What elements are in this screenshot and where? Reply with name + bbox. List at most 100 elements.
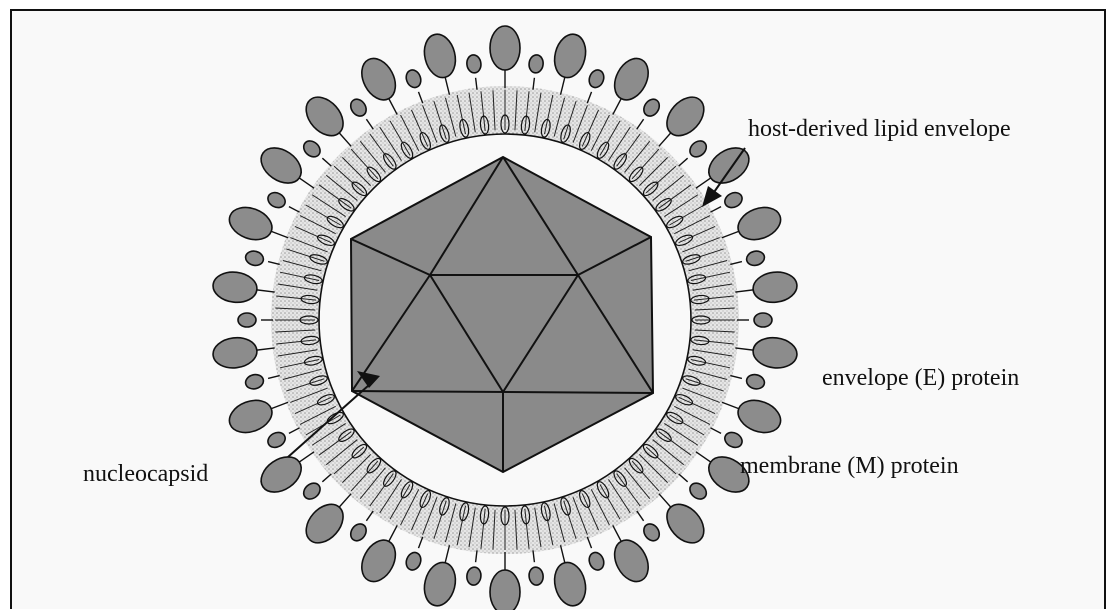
spike-stalk xyxy=(637,511,644,521)
spike-stalk xyxy=(679,158,688,166)
spike-stalk xyxy=(696,177,712,188)
envelope-protein-spike xyxy=(733,395,785,439)
spike-stalk xyxy=(388,525,397,543)
spike-stalk xyxy=(587,537,591,548)
spike-stalk xyxy=(366,119,373,129)
envelope-protein-spike xyxy=(255,450,308,500)
spike-stalk xyxy=(388,97,397,115)
envelope-protein-spike xyxy=(490,570,520,610)
small-spike xyxy=(754,313,772,327)
envelope-protein-spike xyxy=(355,53,402,106)
small-spike xyxy=(265,190,287,211)
envelope-protein-spike xyxy=(299,90,351,143)
small-spike xyxy=(348,96,370,119)
spike-stalk xyxy=(613,525,622,543)
small-spike xyxy=(587,550,606,572)
spike-stalk xyxy=(298,452,314,463)
small-spike xyxy=(687,138,710,160)
small-spike xyxy=(641,96,663,119)
spike-stalk xyxy=(338,494,351,509)
spike-stalk xyxy=(696,452,712,463)
spike-stalk xyxy=(366,511,373,521)
label-envelope-protein: envelope (E) protein xyxy=(822,366,1019,390)
envelope-protein-spike xyxy=(420,31,460,81)
small-spike xyxy=(528,566,544,586)
spike-stalk xyxy=(710,207,721,213)
envelope-protein-spike xyxy=(225,395,277,439)
envelope-protein-spike xyxy=(255,141,308,191)
spike-stalk xyxy=(659,494,672,509)
spike-stalk xyxy=(289,207,300,213)
small-spike xyxy=(238,313,256,327)
spike-stalk xyxy=(268,262,280,265)
spike-stalk xyxy=(322,474,331,482)
spike-stalk xyxy=(730,376,742,379)
spike-stalk xyxy=(418,537,422,548)
small-spike xyxy=(587,68,606,90)
spike-stalk xyxy=(735,290,755,292)
small-spike xyxy=(687,480,710,502)
spike-stalk xyxy=(255,348,275,350)
small-spike xyxy=(641,521,663,544)
envelope-protein-spike xyxy=(211,270,258,305)
spike-stalk xyxy=(710,428,721,434)
small-spike xyxy=(528,54,544,74)
small-spike xyxy=(404,550,423,572)
small-spike xyxy=(466,54,482,74)
small-spike xyxy=(745,249,766,267)
spike-stalk xyxy=(289,428,300,434)
envelope-protein-spike xyxy=(550,559,590,609)
small-spike xyxy=(722,430,744,451)
spike-stalk xyxy=(637,119,644,129)
spike-stalk xyxy=(659,131,672,146)
spike-stalk xyxy=(561,545,566,564)
small-spike xyxy=(301,138,324,160)
spike-stalk xyxy=(730,262,742,265)
label-nucleocapsid: nucleocapsid xyxy=(83,462,208,486)
spike-stalk xyxy=(338,131,351,146)
label-lipid-envelope: host-derived lipid envelope xyxy=(748,117,1011,141)
small-spike xyxy=(404,68,423,90)
envelope-protein-spike xyxy=(608,53,655,106)
small-spike xyxy=(301,480,324,502)
envelope-protein-spike xyxy=(211,335,258,370)
envelope-protein-spike xyxy=(733,202,785,246)
small-spike xyxy=(722,190,744,211)
spike-stalk xyxy=(445,75,450,94)
envelope-protein-spike xyxy=(299,497,351,550)
label-membrane-protein: membrane (M) protein xyxy=(740,454,959,478)
small-spike xyxy=(244,373,265,391)
small-spike xyxy=(745,373,766,391)
envelope-protein-spike xyxy=(420,559,460,609)
spike-stalk xyxy=(561,75,566,94)
envelope-protein-spike xyxy=(702,141,755,191)
spike-stalk xyxy=(679,474,688,482)
spike-stalk xyxy=(322,158,331,166)
envelope-protein-spike xyxy=(660,90,712,143)
spike-stalk xyxy=(298,177,314,188)
envelope-protein-spike xyxy=(660,497,712,550)
spike-stalk xyxy=(722,402,741,409)
envelope-protein-spike xyxy=(751,270,798,305)
nucleocapsid-shape xyxy=(351,157,653,472)
small-spike xyxy=(466,566,482,586)
envelope-protein-spike xyxy=(608,534,655,587)
small-spike xyxy=(265,430,287,451)
spike-stalk xyxy=(587,92,591,103)
spike-stalk xyxy=(255,290,275,292)
small-spike xyxy=(348,521,370,544)
spike-stalk xyxy=(268,376,280,379)
envelope-protein-spike xyxy=(355,534,402,587)
spike-stalk xyxy=(722,231,741,238)
envelope-protein-spike xyxy=(751,335,798,370)
spike-stalk xyxy=(613,97,622,115)
spike-stalk xyxy=(735,348,755,350)
envelope-protein-spike xyxy=(225,202,277,246)
spike-stalk xyxy=(269,231,288,238)
spike-stalk xyxy=(269,402,288,409)
spike-stalk xyxy=(445,545,450,564)
envelope-protein-spike xyxy=(550,31,590,81)
envelope-protein-spike xyxy=(490,26,520,70)
spike-stalk xyxy=(418,92,422,103)
